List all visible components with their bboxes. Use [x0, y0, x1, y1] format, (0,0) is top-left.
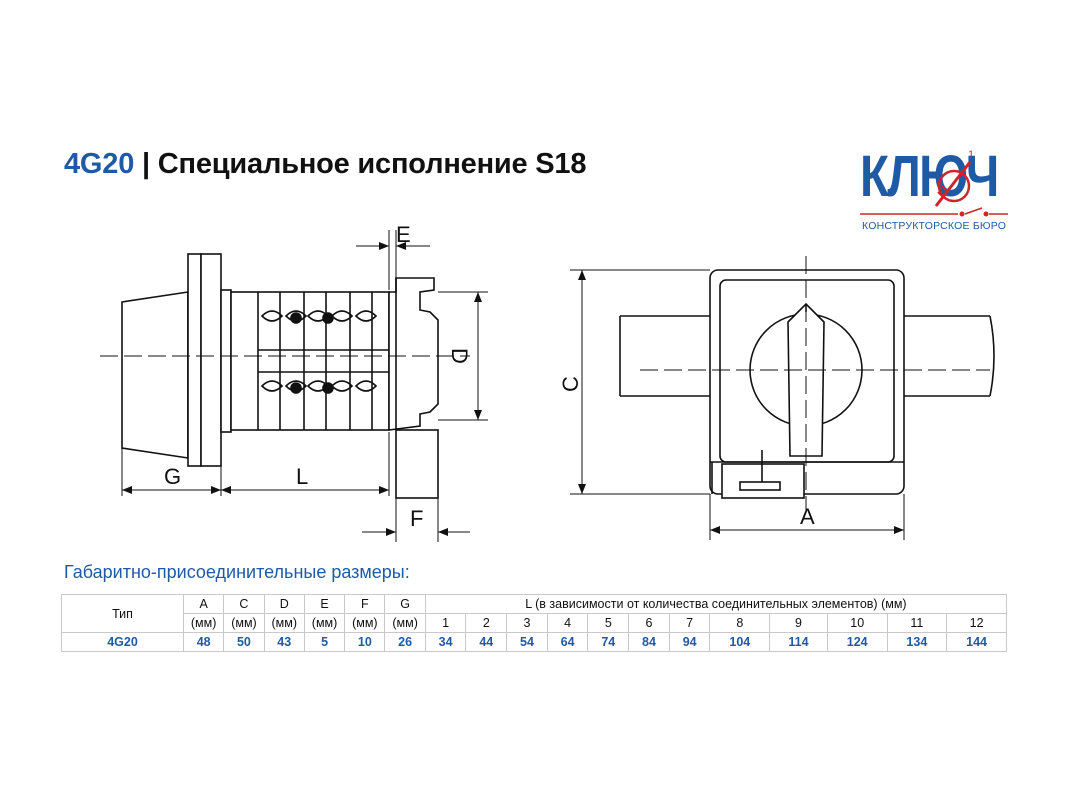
l-header: L (в зависимости от количества соедините…: [424, 594, 1008, 614]
row-l-value: 124: [826, 632, 888, 652]
row-type: 4G20: [61, 632, 184, 652]
dimensions-table: Тип A C D E F G L (в зависимости от коли…: [61, 594, 1008, 652]
table-header-row: Тип A C D E F G L (в зависимости от коли…: [61, 594, 1008, 633]
row-dim-g: 26: [384, 632, 426, 652]
row-l-value: 64: [546, 632, 589, 652]
row-dim-c: 50: [223, 632, 265, 652]
label-a: A: [800, 504, 815, 529]
title-text: Специальное исполнение S18: [157, 148, 587, 180]
l-count: 1: [424, 613, 467, 633]
row-l-value: 84: [628, 632, 670, 652]
side-view-labels: E D G L F: [164, 222, 472, 531]
dim-header-e: E: [303, 594, 346, 614]
row-l-value: 134: [886, 632, 948, 652]
label-f: F: [410, 506, 423, 531]
dim-header-a: A: [182, 594, 225, 614]
l-count: 11: [886, 613, 948, 633]
row-l-value: 54: [506, 632, 548, 652]
side-view: [100, 253, 470, 499]
model-name: 4G20: [64, 148, 135, 180]
row-l-value: 34: [424, 632, 467, 652]
label-g: G: [164, 464, 181, 489]
table-row: 4G20 48 50 43 5 10 26 34 44 54 64 74 84 …: [61, 632, 1007, 652]
dim-unit: (мм): [303, 613, 346, 633]
section-title: Габаритно-присоединительные размеры:: [64, 562, 410, 582]
side-view-dimensions: [121, 230, 488, 542]
dim-header-c: C: [223, 594, 265, 614]
dim-header-f: F: [344, 594, 386, 614]
label-d: D: [447, 348, 472, 364]
front-view: [619, 256, 995, 510]
dim-unit: (мм): [182, 613, 225, 633]
table-subheader-row: (мм) (мм) (мм) (мм) (мм) (мм) 1 2 3 4 5 …: [62, 613, 1007, 633]
row-l-value: 94: [668, 632, 711, 652]
row-dim-a: 48: [182, 632, 225, 652]
front-view-labels: C A: [558, 376, 815, 529]
technical-drawing: E D G L F: [100, 222, 995, 542]
page-title: 4G20 | Специальное исполнение S18: [64, 148, 586, 181]
row-l-value: 114: [769, 632, 828, 652]
logo-mark-icon: 1: [860, 149, 1008, 217]
logo-wordmark: КЛЮЧ: [860, 144, 999, 209]
row-l-value: 74: [587, 632, 630, 652]
dim-unit: (мм): [263, 613, 305, 633]
l-count: 4: [546, 613, 589, 633]
row-l-value: 44: [465, 632, 508, 652]
l-count: 10: [826, 613, 888, 633]
l-count: 7: [668, 613, 711, 633]
l-count: 3: [506, 613, 548, 633]
row-dim-d: 43: [263, 632, 305, 652]
l-count: 8: [709, 613, 771, 633]
company-logo: КЛЮЧ 1 КОНСТРУКТОРСКОЕ БЮРО: [858, 140, 1008, 236]
l-count: 2: [465, 613, 508, 633]
label-e: E: [396, 222, 411, 247]
row-dim-f: 10: [344, 632, 386, 652]
label-l: L: [296, 464, 308, 489]
l-count: 6: [628, 613, 670, 633]
dim-unit: (мм): [223, 613, 265, 633]
label-c: C: [558, 376, 583, 392]
row-l-value: 104: [709, 632, 771, 652]
logo-mark-number: 1: [968, 149, 974, 161]
dim-header-d: D: [263, 594, 305, 614]
dim-unit: (мм): [344, 613, 386, 633]
dim-unit: (мм): [384, 613, 426, 633]
l-count: 9: [769, 613, 828, 633]
logo-subtitle: КОНСТРУКТОРСКОЕ БЮРО: [862, 220, 1007, 232]
front-view-dimensions: [570, 269, 905, 540]
title-separator: |: [134, 148, 158, 180]
l-count: 12: [946, 613, 1007, 633]
dim-header-g: G: [384, 594, 426, 614]
type-header: Тип: [61, 594, 184, 633]
row-l-value: 144: [946, 632, 1007, 652]
l-count: 5: [587, 613, 630, 633]
row-dim-e: 5: [303, 632, 346, 652]
